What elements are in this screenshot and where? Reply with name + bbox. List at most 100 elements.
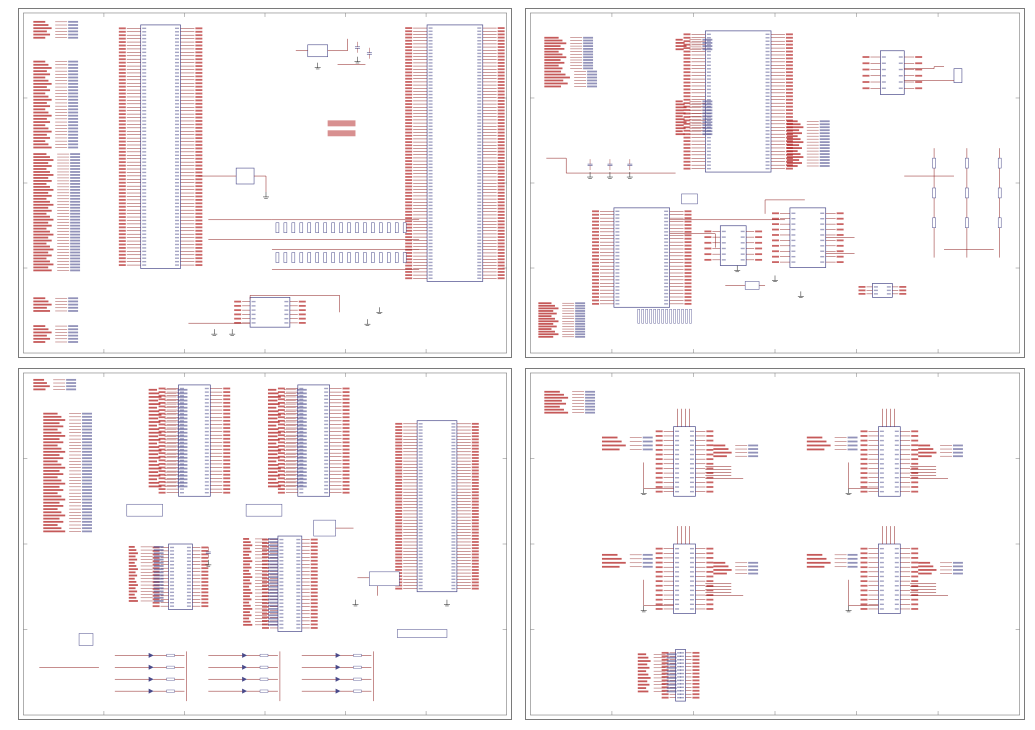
pin-name [477,252,482,254]
resistor [965,217,969,228]
net-name [177,413,188,416]
net-name [177,449,188,452]
net-label [860,476,868,479]
net-label [497,233,505,235]
pin-name [721,259,726,261]
pin-name [142,55,147,57]
pin-name [279,567,284,569]
net-name [296,478,307,481]
net-name [82,444,92,447]
pin-name [680,669,685,671]
pin-name [142,31,147,33]
pin-name [204,477,209,480]
net-name [748,561,759,564]
net-name [82,415,92,418]
pin-name [179,438,184,440]
pin-name [721,247,726,250]
pin-name [418,457,423,459]
pin-name [675,575,680,578]
net-label [395,481,403,484]
net-label [158,452,166,455]
pin-name [706,154,711,156]
net-label [405,33,413,36]
net-label [342,423,350,426]
pin-name [894,594,899,596]
net-label [298,300,306,303]
net-label [683,71,691,74]
pin-name [418,513,423,515]
pin-name [428,204,433,207]
net-label [195,48,203,50]
net-name [583,45,594,47]
pin-name [765,126,770,128]
net-label [395,569,403,571]
net-name [819,153,830,155]
net-label-text [243,541,251,544]
pin-name [879,557,884,559]
net-label [592,296,600,298]
net-label [860,584,868,587]
net-label [118,96,126,98]
pin-name [324,488,329,490]
pin-name [689,603,694,606]
header-pin [677,309,680,324]
pin-name [142,89,147,91]
net-label [234,304,242,307]
net-label [195,226,203,229]
pin-name [428,230,433,232]
net-label [706,444,714,447]
net-label [405,274,413,276]
pin-name [175,85,179,88]
pin-name [428,40,433,42]
pin-name [677,669,682,671]
pin-name [894,477,899,479]
pin-name [428,131,433,134]
pin-name [894,435,899,437]
resistor [166,689,175,693]
pin-name [418,441,423,444]
net-name [68,76,79,79]
net-label [706,467,714,470]
pin-name [765,102,770,104]
pin-name [664,258,669,260]
pin-name [299,434,304,436]
net-label-text [713,451,732,454]
net-name [267,560,278,563]
pin-name [451,460,456,462]
pin-name [451,463,456,465]
pin-name [428,169,433,172]
net-label-text [786,153,801,155]
connector [953,68,963,83]
net-name [702,115,713,118]
pin-name [324,477,329,480]
net-name [267,614,278,617]
resistor [353,665,362,669]
pin-name [894,439,899,442]
net-label [395,450,403,453]
pin-name [204,438,209,440]
pin-name [881,75,886,77]
resistor [339,252,343,263]
net-label [118,41,126,43]
net-label-text [33,200,50,203]
pin-name [765,54,770,56]
net-label-text [267,471,278,474]
net-label [471,516,479,518]
net-label-text [786,156,804,158]
net-label [223,441,231,444]
pin-name [791,223,796,225]
net-label [836,261,844,263]
net-label [223,430,231,433]
net-label [497,217,505,219]
pin-name [706,102,711,104]
pin-name [894,571,899,573]
net-label-text [544,76,570,79]
net-name [82,463,92,466]
net-label [118,89,126,91]
pin-name [477,33,482,36]
net-label [395,432,403,435]
pin-name [170,577,175,580]
pin-name [664,272,669,274]
net-label [706,589,714,592]
net-label [158,488,166,490]
